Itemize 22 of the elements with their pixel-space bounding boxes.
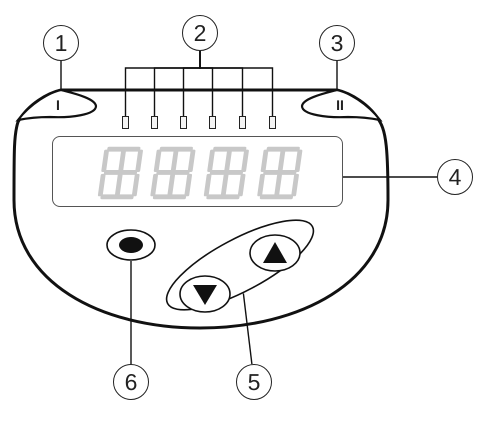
lcd-display	[52, 136, 343, 207]
callout-number: 6	[113, 364, 149, 400]
leader-line	[130, 261, 132, 364]
callout-number: 4	[437, 159, 473, 195]
status-led	[239, 116, 246, 129]
status-led	[180, 116, 187, 129]
status-led	[209, 116, 216, 129]
status-led	[269, 116, 276, 129]
status-led	[122, 116, 129, 129]
leader-line	[343, 176, 437, 178]
leader-line	[199, 51, 274, 116]
indicator-led: II	[298, 88, 382, 122]
indicator-led: I	[16, 88, 100, 122]
leader-line	[336, 61, 338, 90]
status-led	[151, 116, 158, 129]
enter-button	[106, 229, 156, 261]
callout-number: 1	[43, 25, 79, 61]
callout-number: 3	[319, 25, 355, 61]
leader-line	[60, 61, 62, 90]
callout-number: 5	[236, 364, 272, 400]
leader-line	[242, 293, 253, 364]
callout-number: 2	[182, 15, 218, 51]
